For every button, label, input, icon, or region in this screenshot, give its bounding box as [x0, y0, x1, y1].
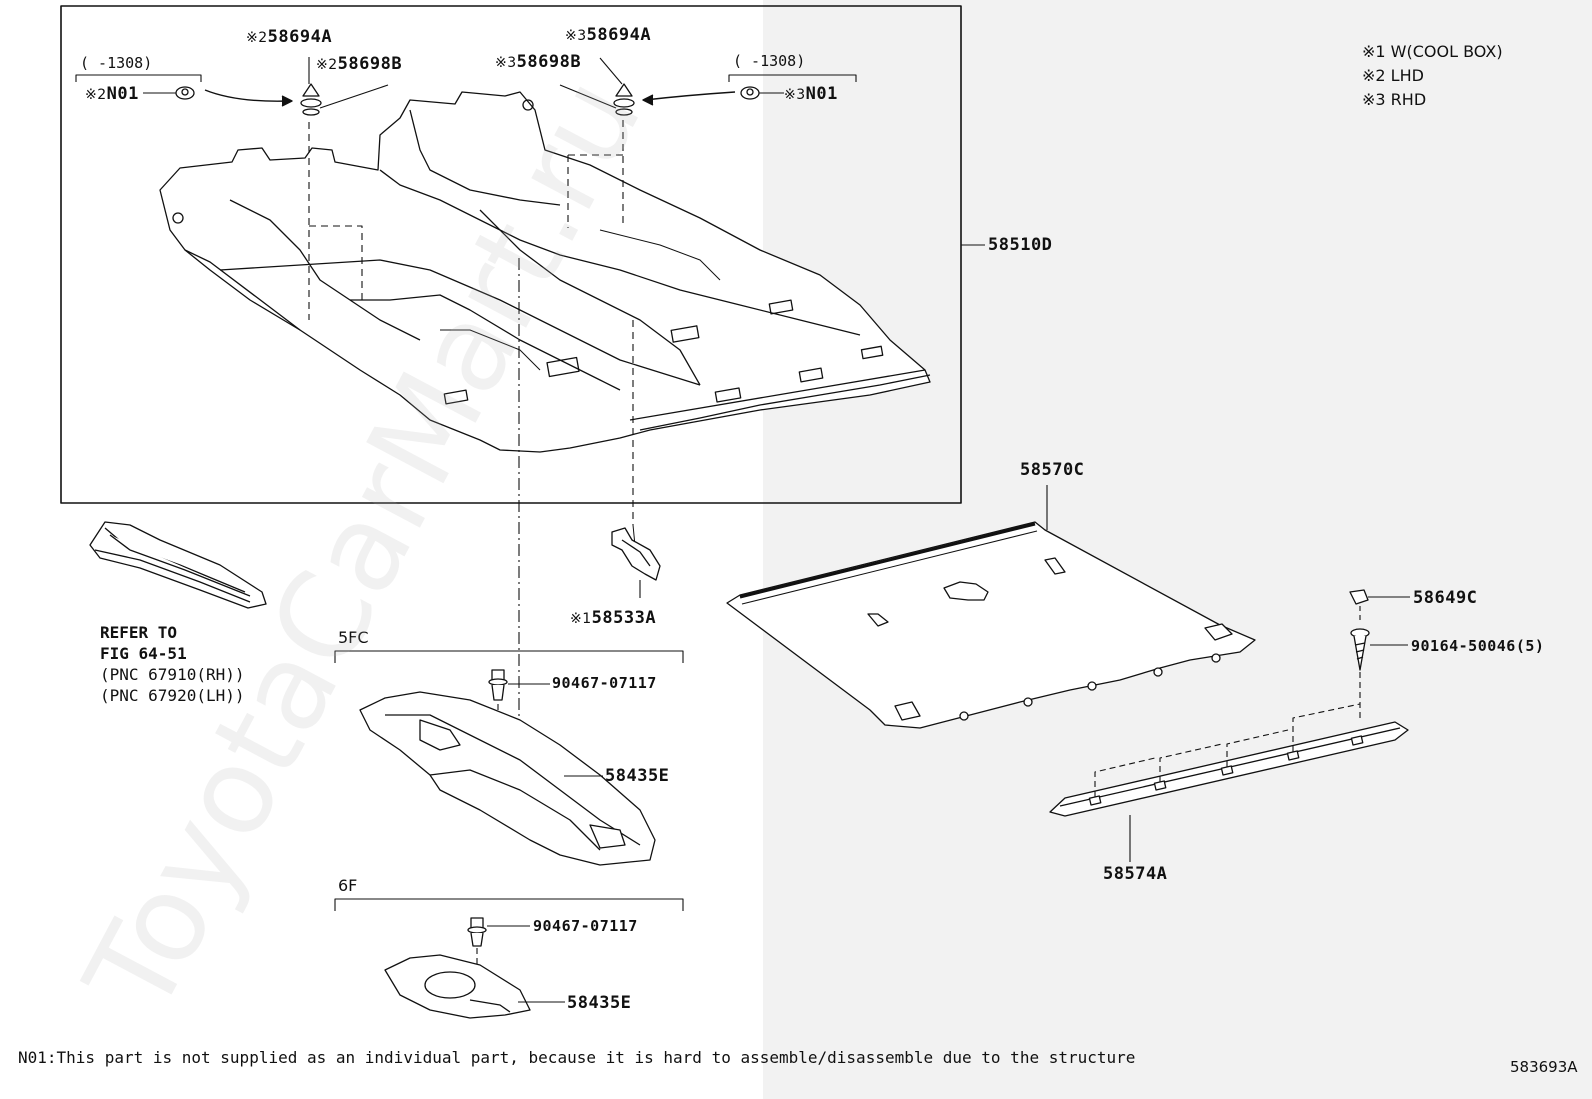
- label-90467-07117-b: 90467-07117: [533, 917, 638, 935]
- leader-dashes-frame: [308, 120, 624, 320]
- label-58694A-right: ※358694A: [565, 25, 652, 45]
- refer-line-2: FIG 64-51: [100, 644, 187, 663]
- legend-item-3: ※3 RHD: [1362, 90, 1427, 109]
- range-note-right: ( -1308): [733, 52, 806, 70]
- leader-dashes-58574A: [1094, 703, 1361, 797]
- label-58435E-a: 58435E: [605, 766, 670, 786]
- range-brackets: [75, 74, 857, 82]
- range-note-left: ( -1308): [80, 54, 153, 72]
- label-58533A: ※158533A: [570, 608, 657, 628]
- label-58698B-right: ※358698B: [495, 52, 582, 72]
- clip-90467-b: [467, 917, 487, 947]
- panel-58435E-lower: [384, 954, 531, 1019]
- label-58574A: 58574A: [1103, 864, 1168, 884]
- panel-58435E-upper: [359, 691, 656, 866]
- refer-line-4: (PNC 67920(LH)): [100, 686, 245, 705]
- scuff-plate: [89, 521, 267, 609]
- screw-90164: [1350, 628, 1370, 671]
- bracket-58533A: [611, 527, 661, 581]
- label-58510D: 58510D: [988, 235, 1053, 255]
- group-label-6F: 6F: [338, 876, 358, 895]
- panel-58570C: [726, 521, 1256, 729]
- refer-note: REFER TO FIG 64-51 (PNC 67910(RH)) (PNC …: [100, 622, 245, 706]
- assembly-frame: [60, 5, 962, 504]
- clip-58649C: [1349, 589, 1369, 605]
- refer-line-1: REFER TO: [100, 623, 178, 642]
- label-58435E-b: 58435E: [567, 993, 632, 1013]
- floor-carpet-58510D: [159, 91, 931, 453]
- label-leaders-top: [143, 57, 784, 109]
- label-N01-right: ※3N01: [784, 84, 838, 104]
- shaded-panel: [763, 0, 1592, 1099]
- plate-58574A: [1049, 721, 1409, 817]
- group-bracket-6F: [334, 898, 684, 911]
- label-58570C: 58570C: [1020, 460, 1085, 480]
- label-58698B-left: ※258698B: [316, 54, 403, 74]
- group-bracket-5FC: [334, 650, 684, 663]
- refer-line-3: (PNC 67910(RH)): [100, 665, 245, 684]
- legend: ※1 W(COOL BOX) ※2 LHD ※3 RHD: [1362, 40, 1503, 112]
- nut-N01-left: [175, 86, 195, 100]
- label-N01-left: ※2N01: [85, 84, 139, 104]
- clip-58694A-right: [613, 83, 635, 116]
- label-58649C: 58649C: [1413, 588, 1478, 608]
- footer-note: N01:This part is not supplied as an indi…: [18, 1048, 1136, 1067]
- legend-item-2: ※2 LHD: [1362, 66, 1424, 85]
- clip-58694A-left: [300, 83, 322, 116]
- group-label-5FC: 5FC: [338, 628, 369, 647]
- figure-number: 583693A: [1510, 1058, 1578, 1076]
- label-90467-07117-a: 90467-07117: [552, 674, 657, 692]
- nut-N01-right: [740, 86, 760, 100]
- n01-arrows: [204, 89, 736, 107]
- clip-90467-a: [488, 669, 508, 701]
- label-58694A-left: ※258694A: [246, 27, 333, 47]
- legend-item-1: ※1 W(COOL BOX): [1362, 42, 1503, 61]
- label-90164-50046: 90164-50046(5): [1411, 637, 1545, 655]
